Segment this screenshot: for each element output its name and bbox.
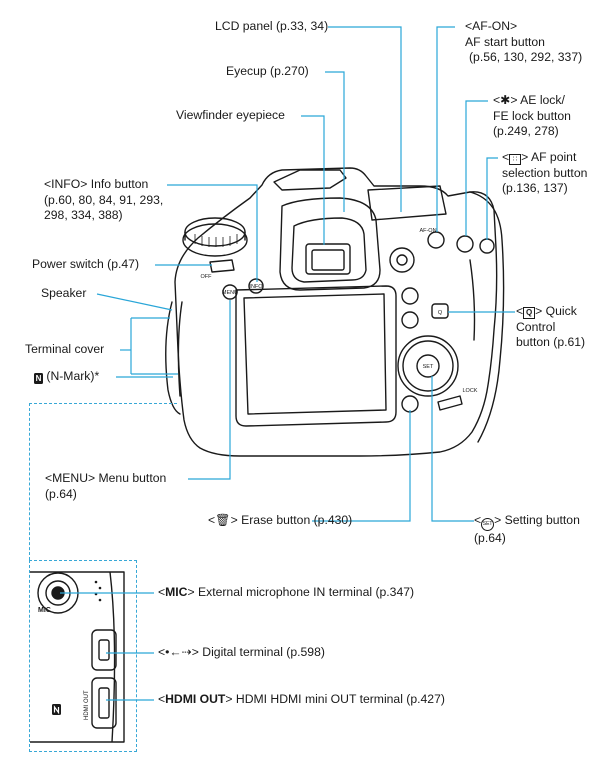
nfc-icon-closeup [52, 704, 61, 715]
camera-mark-set: SET [423, 364, 434, 370]
nfc-icon: N [34, 373, 43, 384]
label-af-point-button: <∷> AF point selection button (p.136, 13… [502, 150, 588, 195]
closeup-mark-hdmi: HDMI OUT [84, 690, 90, 720]
camera-mark-afon: AF-ON [419, 228, 436, 234]
camera-mark-info: INFO [249, 284, 263, 290]
camera-mark-q: Q [438, 310, 443, 316]
asterisk-icon: ✱ [500, 93, 511, 107]
quick-control-icon: Q [523, 307, 536, 319]
label-eyecup: Eyecup (p.270) [226, 64, 309, 78]
closeup-mark-mic: MIC [38, 607, 51, 614]
label-ae-lock-button: <✱> AE lock/ FE lock button (p.249, 278) [493, 93, 571, 138]
label-speaker: Speaker [41, 286, 87, 300]
af-point-icon: ∷ [509, 154, 522, 165]
camera-mark-menu: MENU [222, 290, 238, 296]
terminal-leader-dashed-vert [29, 403, 30, 560]
label-n-mark: N (N-Mark)* [34, 369, 100, 384]
label-setting-button: <SET> Setting button (p.64) [474, 513, 580, 545]
label-quick-control-button: <Q> Quick Control button (p.61) [516, 304, 586, 349]
label-hdmi-terminal: <HDMI OUT> HDMI HDMI mini OUT terminal (… [158, 692, 445, 706]
label-terminal-cover: Terminal cover [25, 342, 105, 356]
label-mic-terminal: <MIC> External microphone IN terminal (p… [158, 585, 415, 599]
terminal-closeup-frame [29, 560, 137, 752]
label-menu-button: <MENU> Menu button (p.64) [45, 471, 167, 501]
trash-icon: 🗑 [215, 513, 231, 527]
label-erase-button: <🗑> Erase button (p.430) [208, 513, 353, 527]
label-info-button: <INFO> Info button (p.60, 80, 84, 91, 29… [44, 177, 164, 222]
label-afon-button: <AF-ON> AF start button (p.56, 130, 292,… [465, 19, 583, 64]
label-lcd-panel: LCD panel (p.33, 34) [215, 19, 329, 33]
set-icon: SET [481, 518, 495, 531]
label-digital-terminal: <•←⇢> Digital terminal (p.598) [158, 645, 325, 659]
usb-icon: •←⇢ [165, 645, 192, 659]
label-viewfinder: Viewfinder eyepiece [176, 108, 285, 122]
label-power-switch: Power switch (p.47) [32, 257, 140, 271]
terminal-leader-dashed [29, 403, 177, 404]
